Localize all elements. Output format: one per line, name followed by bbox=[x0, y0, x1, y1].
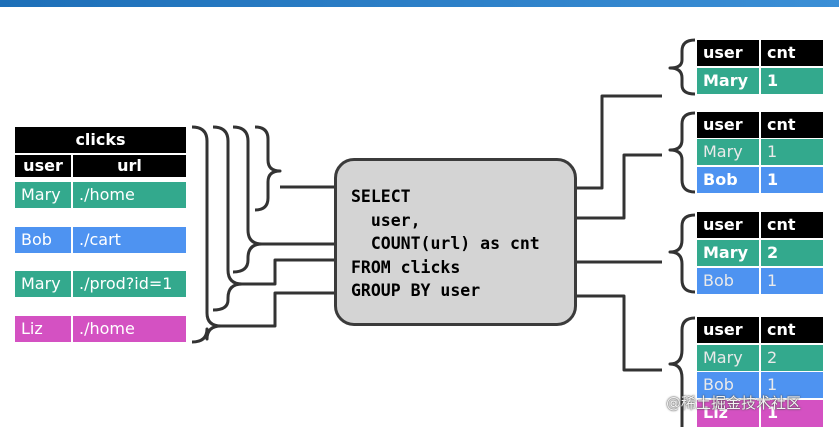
result-2-col-cnt: cnt bbox=[761, 112, 823, 138]
result-2-col-user: user bbox=[697, 112, 759, 138]
clicks-row-1-user: Mary bbox=[15, 182, 71, 208]
result-1-col-cnt: cnt bbox=[761, 40, 823, 66]
wire-out-2 bbox=[577, 153, 662, 220]
result-1-row-1-user: Mary bbox=[697, 68, 759, 94]
clicks-row-3-url: ./prod?id=1 bbox=[73, 271, 186, 297]
clicks-row-3-user: Mary bbox=[15, 271, 71, 297]
clicks-table-title: clicks bbox=[15, 127, 186, 153]
result-4-row-1-user: Mary bbox=[697, 345, 759, 371]
result-2-row-2-user: Bob bbox=[697, 167, 759, 193]
input-brace-3 bbox=[212, 125, 244, 312]
clicks-row-2-user: Bob bbox=[15, 227, 71, 253]
clicks-row-4-url: ./home bbox=[73, 316, 186, 342]
input-brace-2 bbox=[232, 125, 264, 274]
top-accent-bar bbox=[0, 0, 839, 7]
result-2-row-2-cnt: 1 bbox=[761, 167, 823, 193]
result-3-col-user: user bbox=[697, 212, 759, 238]
wire-in-3 bbox=[242, 258, 334, 286]
result-4-row-3-user: Liz bbox=[697, 400, 759, 427]
result-3-row-1-user: Mary bbox=[697, 240, 759, 266]
wire-out-1 bbox=[577, 94, 662, 190]
result-3-row-2-user: Bob bbox=[697, 268, 759, 294]
clicks-row-2-url: ./cart bbox=[73, 227, 186, 253]
wire-out-4 bbox=[577, 294, 662, 372]
result-2-row-1-cnt: 1 bbox=[761, 139, 823, 165]
watermark-text: @稀土掘金技术社区 bbox=[666, 394, 802, 412]
result-4-row-3-cnt: 1 bbox=[761, 400, 823, 427]
result-4-row-1-cnt: 2 bbox=[761, 345, 823, 371]
clicks-row-1-url: ./home bbox=[73, 182, 186, 208]
output-brace-4 bbox=[668, 316, 696, 427]
output-brace-3 bbox=[668, 213, 696, 294]
output-brace-1 bbox=[668, 38, 696, 96]
result-2-row-1-user: Mary bbox=[697, 139, 759, 165]
result-1-col-user: user bbox=[697, 40, 759, 66]
clicks-row-4-user: Liz bbox=[15, 316, 71, 342]
result-4-row-2-user: Bob bbox=[697, 372, 759, 398]
result-4-row-2-cnt: 1 bbox=[761, 372, 823, 398]
sql-query-text: SELECT user, COUNT(url) as cnt FROM clic… bbox=[351, 187, 540, 300]
wire-in-4 bbox=[221, 291, 334, 328]
result-3-col-cnt: cnt bbox=[761, 212, 823, 238]
result-4-col-cnt: cnt bbox=[761, 317, 823, 343]
clicks-col-user: user bbox=[15, 155, 71, 177]
result-1-row-1-cnt: 1 bbox=[761, 68, 823, 94]
result-4-col-user: user bbox=[697, 317, 759, 343]
result-3-row-1-cnt: 2 bbox=[761, 240, 823, 266]
output-brace-2 bbox=[668, 111, 696, 194]
sql-query-box: SELECT user, COUNT(url) as cnt FROM clic… bbox=[334, 158, 577, 326]
input-brace-1 bbox=[254, 125, 282, 212]
result-3-row-2-cnt: 1 bbox=[761, 268, 823, 294]
clicks-col-url: url bbox=[73, 155, 186, 177]
